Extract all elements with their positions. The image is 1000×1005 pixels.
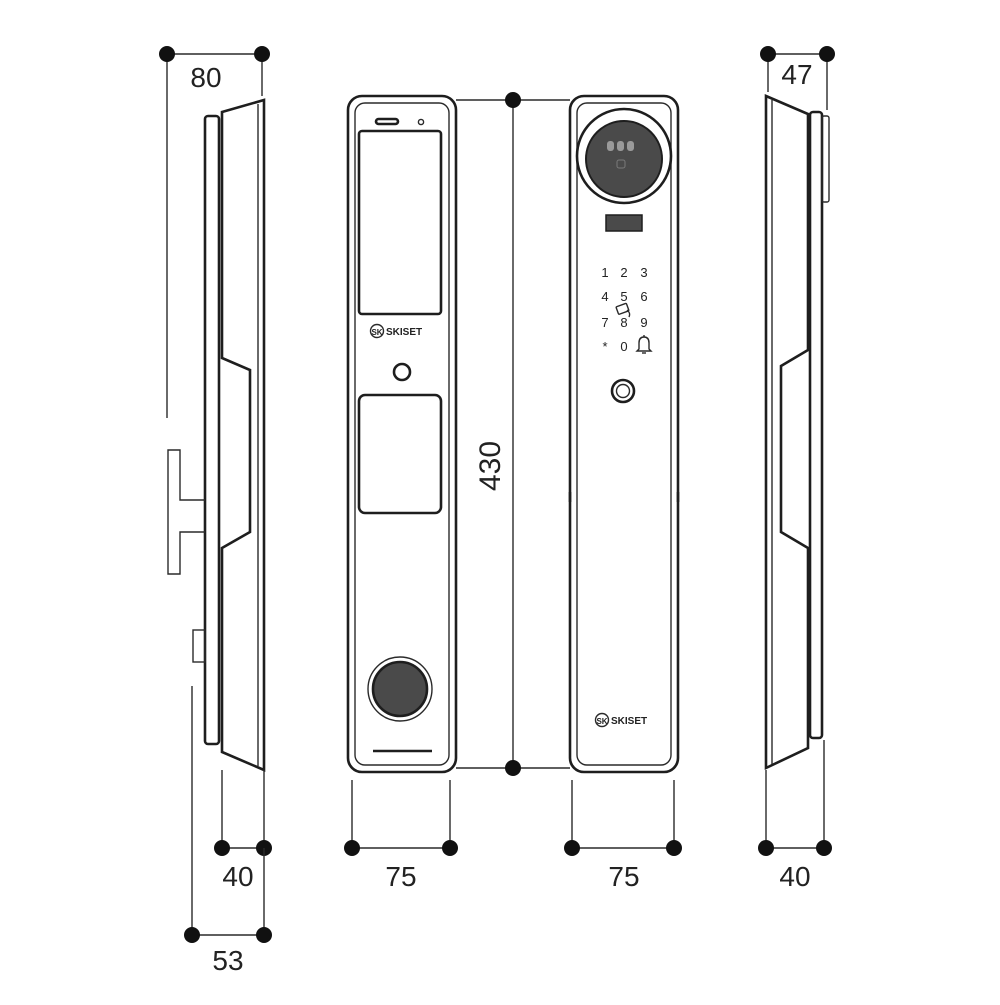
- key-8: 8: [620, 315, 627, 330]
- keypad: 1 2 3 4 5 6 7 8 9 * 0: [601, 265, 653, 354]
- face-camera-ring: [575, 107, 673, 205]
- round-button-icon: [610, 378, 636, 404]
- right-mounting-plate: [808, 110, 824, 740]
- key-0: 0: [620, 339, 627, 354]
- front-screen: [357, 129, 443, 316]
- front-brand-logo: SK SKISET: [369, 323, 422, 339]
- key-3: 3: [640, 265, 647, 280]
- card-reader-icon: [605, 214, 643, 232]
- key-1: 1: [601, 265, 608, 280]
- back-brand-logo: SK SKISET: [594, 712, 647, 728]
- doorbell-button-icon: [392, 362, 412, 382]
- bell-icon: [635, 335, 653, 354]
- left-side-profile: [167, 98, 266, 772]
- fingerprint-pad-icon: [357, 393, 443, 515]
- right-side-profile: [764, 94, 830, 771]
- camera-icon: [417, 118, 425, 126]
- right-side-body: [764, 94, 810, 771]
- height-dimension: 430: [456, 92, 570, 776]
- key-5: 5: [620, 289, 627, 304]
- dim-right-40: 40: [758, 740, 832, 892]
- camera-slot-icon: [374, 117, 400, 126]
- back-logo-mark: SK: [596, 717, 607, 726]
- dim-left-40-label: 40: [222, 861, 253, 892]
- back-brand-text: SKISET: [611, 716, 647, 727]
- front-logo-mark: SK: [371, 328, 382, 337]
- dim-front-75-label: 75: [385, 861, 416, 892]
- key-7: 7: [601, 315, 608, 330]
- front-panel-outline: [346, 94, 458, 774]
- dim-back-75: 75: [564, 780, 682, 892]
- key-star: *: [602, 339, 607, 354]
- dim-back-75-label: 75: [608, 861, 639, 892]
- dim-front-75: 75: [344, 780, 458, 892]
- right-knob-block: [821, 115, 830, 203]
- key-2: 2: [620, 265, 627, 280]
- dim-47: 47: [760, 46, 835, 110]
- card-tap-icon: [615, 302, 631, 318]
- key-9: 9: [640, 315, 647, 330]
- dim-right-40-label: 40: [779, 861, 810, 892]
- handle-knob-icon: [371, 660, 429, 718]
- left-handle-lever: [167, 449, 205, 575]
- dim-left-40: 40: [214, 770, 272, 892]
- left-side-body: [220, 98, 266, 772]
- front-brand-text: SKISET: [386, 327, 422, 338]
- left-mounting-plate: [203, 114, 221, 746]
- dim-53-label: 53: [212, 945, 243, 976]
- back-panel: 1 2 3 4 5 6 7 8 9 * 0: [568, 94, 680, 774]
- key-6: 6: [640, 289, 647, 304]
- dim-80: 80: [159, 46, 270, 418]
- dim-47-label: 47: [781, 59, 812, 90]
- left-latch-block: [192, 629, 206, 663]
- back-panel-outline: [568, 94, 680, 774]
- face-camera-icon: [585, 120, 663, 198]
- height-label: 430: [474, 441, 507, 491]
- key-4: 4: [601, 289, 608, 304]
- front-panel: SK SKISET: [346, 94, 458, 774]
- handle-knob-ring: [367, 656, 433, 722]
- dim-53: 53: [184, 686, 272, 976]
- dim-80-label: 80: [190, 62, 221, 93]
